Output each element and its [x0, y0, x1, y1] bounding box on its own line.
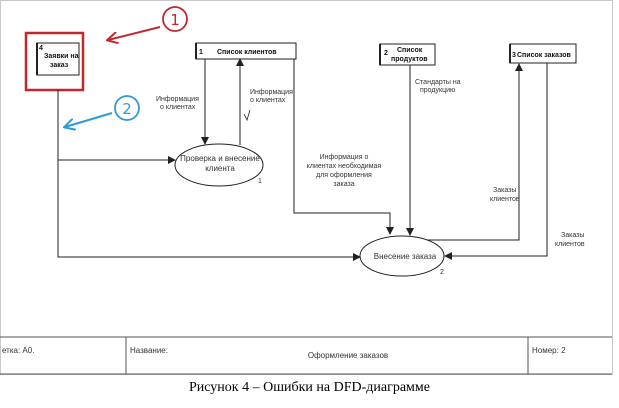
process-label: Внесение заказа [374, 252, 437, 261]
process-enter-order[interactable]: Внесение заказа 2 [359, 235, 445, 277]
error-marker-2: 2 [65, 95, 140, 127]
flow-label: о клиентах [160, 104, 196, 111]
process-check-client[interactable]: Проверка и внесение клиента 1 [174, 143, 264, 187]
name-label: Название: [130, 346, 168, 355]
flow-label: клиентов [490, 196, 520, 203]
entity-orders-list[interactable]: 3 Список заказов [509, 43, 577, 64]
entity-number: 2 [384, 50, 388, 57]
error-marker-1: 1 [108, 6, 188, 40]
entity-number: 3 [512, 52, 516, 59]
entity-number: 4 [39, 45, 43, 52]
process-label: Проверка и внесение [180, 154, 260, 163]
flow-label: Заказы [493, 187, 516, 194]
flow-label: заказа [333, 181, 354, 188]
flow-label: Информация о [320, 154, 369, 161]
entity-label: заказ [50, 62, 69, 69]
node-label: етка: А0. [2, 346, 34, 355]
flow-requests-to-order[interactable] [57, 160, 361, 261]
entity-clients-list[interactable]: 1 Список клиентов [195, 42, 297, 60]
flow-label: клиентов [555, 241, 585, 248]
entity-label: продуктов [391, 56, 428, 63]
flow-order-to-orders-list[interactable] [427, 63, 523, 241]
flow-label: продукцию [420, 87, 455, 94]
flow-label: клиентах необходимая [307, 162, 382, 170]
entity-products-list[interactable]: 2 Список продуктов [379, 43, 436, 66]
flow-label: Информация [156, 96, 199, 103]
flow-label: о клиентах [250, 97, 286, 104]
process-number: 1 [258, 178, 262, 185]
marker-number: 2 [122, 100, 132, 118]
entity-label: Список заказов [517, 52, 572, 59]
entity-label: Список [397, 47, 423, 54]
flow-label: для оформления [316, 172, 372, 179]
figure-caption: Рисунок 4 – Ошибки на DFD-диаграмме [189, 380, 430, 395]
title-block: етка: А0. Название: Оформление заказов Н… [0, 336, 612, 375]
entity-label: Заявки на [44, 53, 79, 60]
flow-orders-list-to-order[interactable] [444, 63, 548, 260]
flow-squiggle [243, 109, 251, 122]
flow-label: Информация [250, 89, 293, 96]
flow-clients-to-order[interactable] [293, 59, 394, 235]
process-label: клиента [205, 164, 235, 173]
entity-label: Список клиентов [217, 49, 277, 56]
process-number: 2 [440, 269, 444, 276]
entity-number: 1 [199, 49, 203, 56]
flow-label: Заказы [561, 232, 584, 239]
entity-orders-requests[interactable]: 4 Заявки на заказ [24, 31, 85, 92]
marker-number: 1 [170, 11, 180, 29]
flow-label: Стандарты на [415, 79, 461, 86]
diagram-title: Оформление заказов [308, 351, 388, 360]
number-label: Номер: 2 [532, 346, 566, 355]
